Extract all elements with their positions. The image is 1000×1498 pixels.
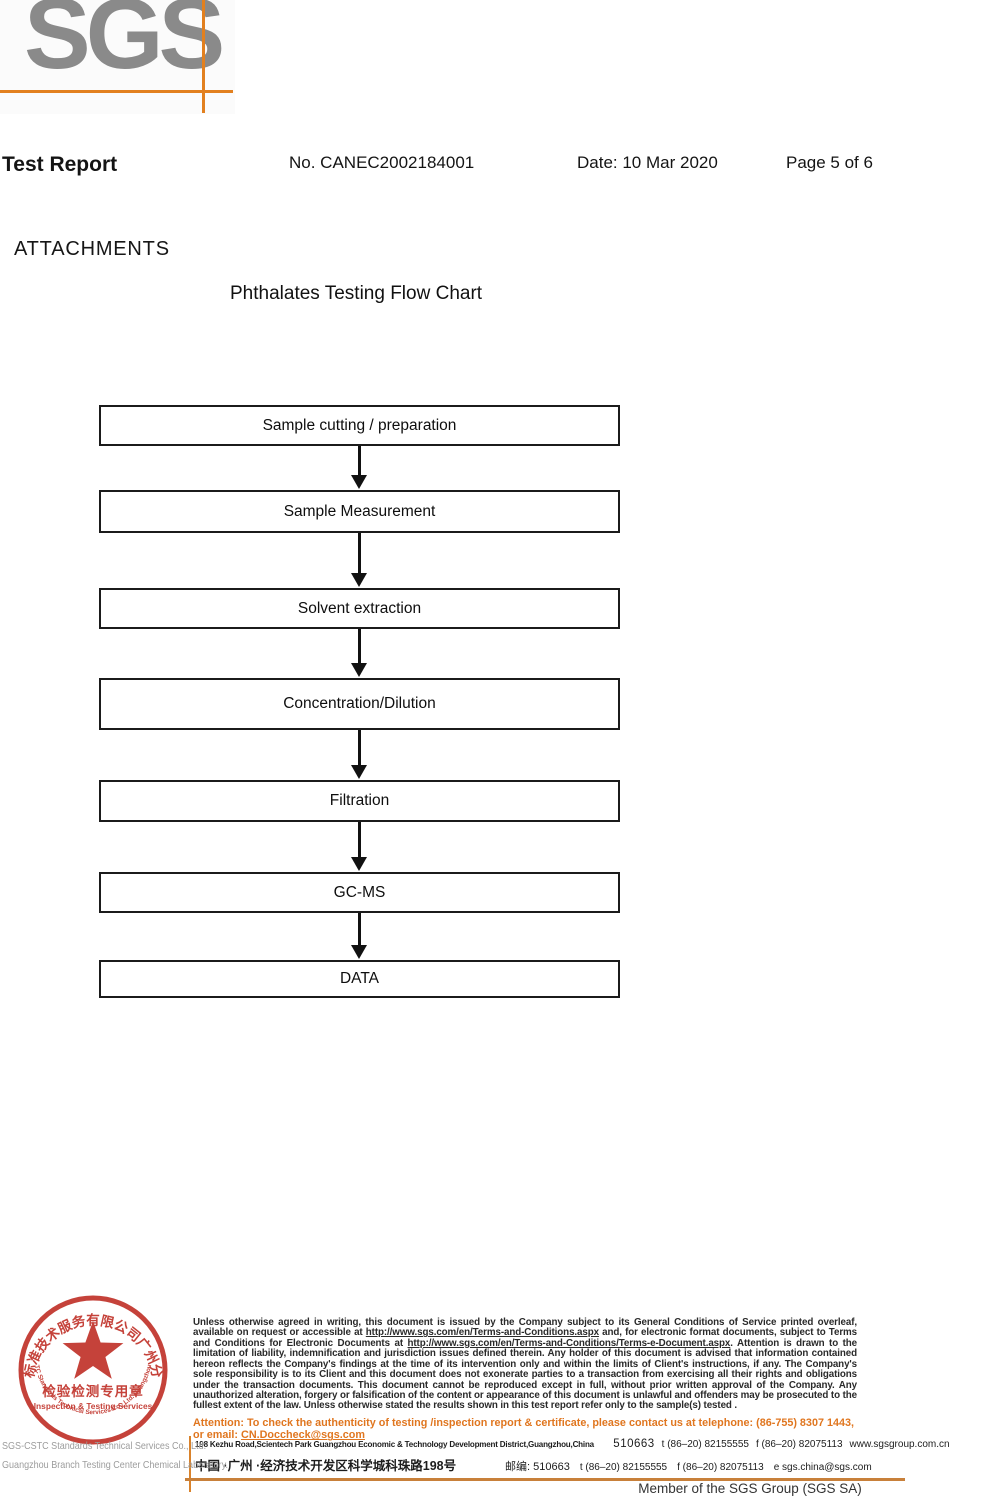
fax-number: f (86–20) 82075113 bbox=[677, 1462, 764, 1473]
flow-step-label: Sample cutting / preparation bbox=[262, 416, 457, 434]
flow-arrow-down-icon bbox=[351, 730, 368, 779]
address-english: 198 Kezhu Road,Scientech Park Guangzhou … bbox=[195, 1439, 594, 1449]
flow-arrow-down-icon bbox=[351, 533, 368, 587]
flow-chart-title: Phthalates Testing Flow Chart bbox=[230, 283, 483, 304]
page-indicator: Page 5 of 6 bbox=[786, 153, 873, 172]
flow-step-gc-ms: GC-MS bbox=[99, 872, 620, 913]
postal-code: 510663 bbox=[613, 1438, 655, 1450]
report-date: Date: 10 Mar 2020 bbox=[577, 153, 718, 172]
flow-step-label: Filtration bbox=[329, 792, 390, 809]
flow-step-label: GC-MS bbox=[333, 883, 386, 901]
telephone-number: t (86–20) 82155555 bbox=[661, 1439, 749, 1450]
company-name-lines: SGS-CSTC Standards Technical Services Co… bbox=[2, 1437, 229, 1475]
inspection-stamp-seal: 通标标准技术服务有限公司广州分公司 检验检测专用章 Inspection & T… bbox=[13, 1292, 168, 1445]
stamp-circle bbox=[18, 1295, 168, 1445]
terms-e-document-url-link: http://www.sgs.com/en/Terms-and-Conditio… bbox=[407, 1337, 731, 1349]
stamp-en-line: Inspection & Testing Services bbox=[34, 1401, 153, 1411]
legal-text-part2: and, for electronic format documents, su… bbox=[193, 1327, 857, 1349]
flow-step-filtration: Filtration bbox=[99, 780, 620, 822]
stamp-cn-line: 检验检测专用章 bbox=[42, 1383, 144, 1399]
flow-step-sample-measurement: Sample Measurement bbox=[99, 490, 620, 533]
email-address: e sgs.china@sgs.com bbox=[773, 1462, 872, 1473]
flow-arrow-down-icon bbox=[351, 913, 368, 959]
flow-step-label: DATA bbox=[339, 970, 380, 987]
flow-arrow-down-icon bbox=[351, 446, 368, 489]
website-url: www.sgsgroup.com.cn bbox=[849, 1439, 950, 1450]
attention-notice: Attention: To check the authenticity of … bbox=[193, 1417, 865, 1442]
legal-text-part1: Unless otherwise agreed in writing, this… bbox=[193, 1316, 857, 1339]
flow-step-label: Solvent extraction bbox=[297, 599, 422, 617]
sgs-logo: SGS bbox=[0, 0, 235, 114]
sgs-member-line: Member of the SGS Group (SGS SA) bbox=[638, 1481, 862, 1496]
address-row-chinese: 中国 ·广州 ·经济技术开发区科学城科珠路198号 邮编: 510663 t (… bbox=[195, 1455, 919, 1474]
report-number: No. CANEC2002184001 bbox=[289, 153, 475, 172]
attention-text: Attention: To check the authenticity of … bbox=[193, 1416, 854, 1442]
flow-step-label: Sample Measurement bbox=[283, 502, 436, 520]
legal-terms-paragraph: Unless otherwise agreed in writing, this… bbox=[193, 1316, 857, 1412]
doccheck-email-link: CN.Doccheck@sgs.com bbox=[241, 1429, 365, 1442]
footer-vertical-rule bbox=[189, 1436, 191, 1492]
footer-horizontal-rule bbox=[185, 1478, 905, 1481]
flow-arrow-down-icon bbox=[351, 629, 368, 677]
terms-url-link: http://www.sgs.com/en/Terms-and-Conditio… bbox=[365, 1327, 599, 1339]
address-row-english: 198 Kezhu Road,Scientech Park Guangzhou … bbox=[195, 1438, 950, 1450]
flow-step-sample-cutting: Sample cutting / preparation bbox=[99, 405, 620, 446]
report-title: Test Report bbox=[2, 153, 118, 176]
postal-code-label: 邮编: 510663 bbox=[505, 1461, 570, 1473]
stamp-star-icon bbox=[62, 1321, 124, 1379]
logo-horizontal-rule bbox=[0, 90, 233, 93]
flow-step-data: DATA bbox=[99, 960, 620, 998]
fax-number: f (86–20) 82075113 bbox=[755, 1439, 843, 1450]
company-name-line2: Guangzhou Branch Testing Center Chemical… bbox=[2, 1459, 229, 1471]
telephone-number: t (86–20) 82155555 bbox=[579, 1462, 668, 1473]
flow-arrow-down-icon bbox=[351, 822, 368, 871]
flow-step-label: Concentration/Dilution bbox=[283, 695, 436, 712]
flow-step-concentration-dilution: Concentration/Dilution bbox=[99, 678, 620, 730]
address-chinese: 中国 ·广州 ·经济技术开发区科学城科珠路198号 bbox=[195, 1459, 457, 1473]
legal-text-part3: . Attention is drawn to the limitation o… bbox=[193, 1337, 857, 1412]
logo-vertical-rule bbox=[202, 0, 205, 113]
flow-step-solvent-extraction: Solvent extraction bbox=[99, 588, 620, 629]
company-name-line1: SGS-CSTC Standards Technical Services Co… bbox=[2, 1440, 207, 1452]
attachments-heading: ATTACHMENTS bbox=[14, 238, 170, 260]
sgs-logo-text: SGS bbox=[24, 0, 225, 90]
